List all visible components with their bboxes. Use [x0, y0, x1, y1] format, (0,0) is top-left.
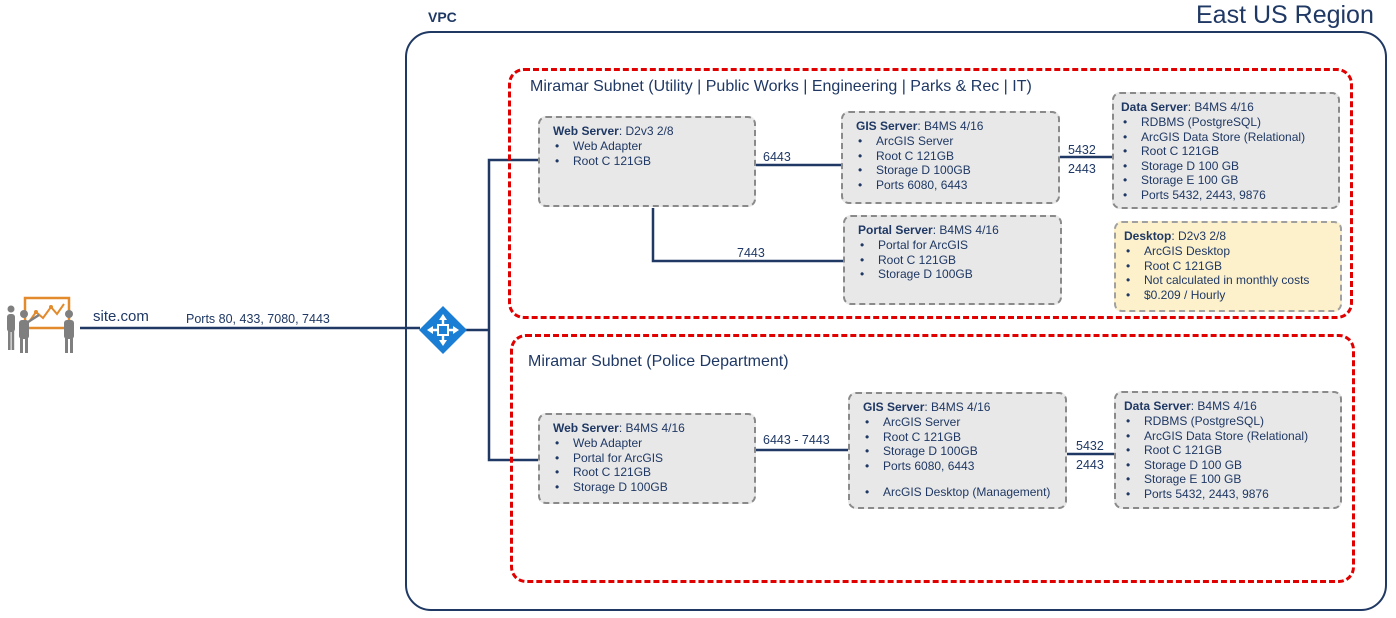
list-item: Root C 121GB [1124, 443, 1332, 458]
web-portal-line [651, 208, 843, 263]
list-item: Storage D 100GB [858, 267, 1052, 282]
server-name: Portal Server [858, 223, 933, 237]
list-item: Not calculated in monthly costs [1124, 273, 1332, 288]
vpc-container [405, 31, 1387, 611]
server-spec: : B4MS 4/16 [917, 119, 984, 133]
server-spec: : D2v3 2/8 [618, 124, 674, 138]
users-presentation-icon [7, 296, 74, 353]
list-item: ArcGIS Data Store (Relational) [1121, 130, 1330, 145]
list-item: $0.209 / Hourly [1124, 288, 1332, 303]
list-item: Root C 121GB [1121, 144, 1330, 159]
utility-portal-server: Portal Server: B4MS 4/16 Portal for ArcG… [843, 215, 1062, 305]
list-item: Root C 121GB [856, 149, 1050, 164]
server-spec: : B4MS 4/16 [932, 223, 999, 237]
list-item: Web Adapter [553, 436, 746, 451]
utility-gis-server: GIS Server: B4MS 4/16 ArcGIS Server Root… [841, 111, 1060, 204]
port-label-gis-data-bottom: 2443 [1076, 458, 1104, 472]
port-label-gis-data-top: 5432 [1076, 439, 1104, 453]
port-label-gis-data-top: 5432 [1068, 143, 1096, 157]
list-item: RDBMS (PostgreSQL) [1124, 414, 1332, 429]
police-web-server: Web Server: B4MS 4/16 Web Adapter Portal… [538, 413, 756, 504]
list-item: RDBMS (PostgreSQL) [1121, 115, 1330, 130]
list-item: ArcGIS Desktop (Management) [863, 485, 1057, 500]
subnet-police-title: Miramar Subnet (Police Department) [528, 353, 789, 370]
list-item: Root C 121GB [553, 154, 746, 169]
list-item: ArcGIS Server [863, 415, 1057, 430]
list-item: Storage D 100 GB [1121, 159, 1330, 174]
server-spec: : D2v3 2/8 [1171, 229, 1227, 243]
server-spec: : B4MS 4/16 [924, 400, 991, 414]
list-item: Ports 5432, 2443, 9876 [1121, 188, 1330, 203]
server-name: Data Server [1121, 100, 1188, 114]
list-item: Web Adapter [553, 139, 746, 154]
port-label-gis-data-bottom: 2443 [1068, 162, 1096, 176]
port-label-web-portal: 7443 [737, 246, 765, 260]
vpc-label: VPC [428, 9, 457, 25]
server-name: Web Server [553, 124, 619, 138]
list-item: ArcGIS Server [856, 134, 1050, 149]
police-data-server: Data Server: B4MS 4/16 RDBMS (PostgreSQL… [1114, 391, 1342, 509]
police-gis-server: GIS Server: B4MS 4/16 ArcGIS Server Root… [848, 392, 1067, 509]
list-item: Storage E 100 GB [1121, 173, 1330, 188]
port-label-web-gis: 6443 - 7443 [763, 433, 830, 447]
server-name: Data Server [1124, 399, 1191, 413]
list-item: Root C 121GB [1124, 259, 1332, 274]
subnet-utility-title: Miramar Subnet (Utility | Public Works |… [530, 78, 1032, 95]
list-item: Storage D 100 GB [1124, 458, 1332, 473]
server-spec: : B4MS 4/16 [1187, 100, 1254, 114]
utility-web-server: Web Server: D2v3 2/8 Web Adapter Root C … [538, 116, 756, 207]
list-item: Storage D 100GB [856, 163, 1050, 178]
utility-data-server: Data Server: B4MS 4/16 RDBMS (PostgreSQL… [1112, 92, 1340, 209]
server-spec: : B4MS 4/16 [618, 421, 685, 435]
server-name: Web Server [553, 421, 619, 435]
list-item: ArcGIS Data Store (Relational) [1124, 429, 1332, 444]
server-name: Desktop [1124, 229, 1172, 243]
utility-desktop: Desktop: D2v3 2/8 ArcGIS Desktop Root C … [1114, 221, 1342, 312]
list-item: Ports 6080, 6443 [863, 459, 1057, 474]
port-label-web-gis: 6443 [763, 150, 791, 164]
internet-ports-label: Ports 80, 433, 7080, 7443 [186, 312, 330, 326]
server-spec: : B4MS 4/16 [1190, 399, 1257, 413]
gateway-router-icon [419, 306, 467, 354]
list-item: Root C 121GB [553, 465, 746, 480]
list-item: Ports 5432, 2443, 9876 [1124, 487, 1332, 502]
list-item: Storage E 100 GB [1124, 472, 1332, 487]
server-name: GIS Server [863, 400, 925, 414]
list-item: Ports 6080, 6443 [856, 178, 1050, 193]
list-item: Root C 121GB [863, 430, 1057, 445]
site-label: site.com [93, 308, 149, 325]
list-item: Storage D 100GB [863, 444, 1057, 459]
server-name: GIS Server [856, 119, 918, 133]
trunk-line [487, 158, 538, 462]
list-item: ArcGIS Desktop [1124, 244, 1332, 259]
list-item: Root C 121GB [858, 253, 1052, 268]
subnet-police [510, 334, 1355, 583]
list-item: Portal for ArcGIS [553, 451, 746, 466]
list-item: Storage D 100GB [553, 480, 746, 495]
subnet-utility [508, 68, 1353, 319]
region-title: East US Region [1196, 1, 1374, 29]
list-item: Portal for ArcGIS [858, 238, 1052, 253]
